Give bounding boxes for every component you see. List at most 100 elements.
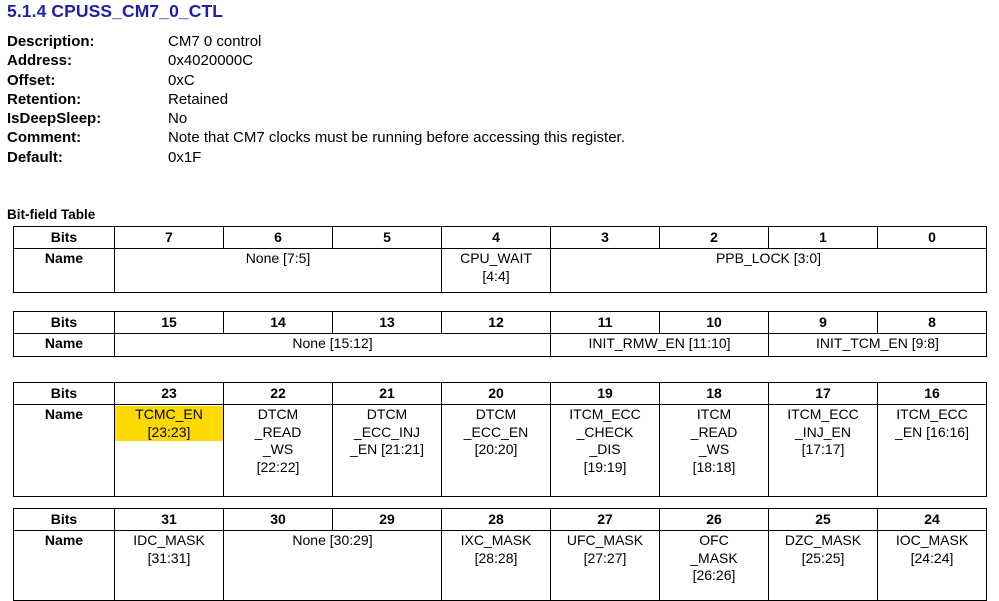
property-value: 0x4020000C: [168, 52, 254, 70]
property-label: Retention:: [7, 90, 82, 108]
bitfield-name-cell: IDC_MASK [31:31]: [114, 530, 224, 601]
bit-number-cell: 11: [550, 311, 660, 334]
property-value: Retained: [168, 90, 229, 108]
bit-number-cell: 1: [768, 226, 878, 249]
property-value: 0xC: [168, 71, 195, 89]
bit-number-cell: 9: [768, 311, 878, 334]
page-title: 5.1.4 CPUSS_CM7_0_CTL: [7, 1, 224, 21]
bit-number-cell: 15: [114, 311, 224, 334]
field-name: None [7:5]: [245, 250, 311, 266]
field-name: IOC_MASK [24:24]: [895, 532, 969, 566]
bit-number-cell: 29: [332, 508, 442, 531]
bitfield-name-cell: None [15:12]: [114, 333, 551, 357]
bit-number-cell: 24: [877, 508, 987, 531]
bits-row-label: Bits: [13, 311, 115, 334]
bit-number-cell: 28: [441, 508, 551, 531]
bit-number-cell: 30: [223, 508, 333, 531]
name-row-label: Name: [13, 248, 115, 293]
bitfield-name-cell: None [30:29]: [223, 530, 442, 601]
bit-number-cell: 23: [114, 382, 224, 405]
property-value: CM7 0 control: [168, 33, 262, 50]
bit-number-cell: 18: [659, 382, 769, 405]
property-row: Retention: Retained: [7, 91, 987, 110]
bitfield-name-cell: None [7:5]: [114, 248, 442, 293]
bitfield-name-cell: ITCM_ECC _INJ_EN [17:17]: [768, 404, 878, 497]
bit-number-cell: 4: [441, 226, 551, 249]
property-row: Comment:Note that CM7 clocks must be run…: [7, 129, 987, 148]
bitfield-name-cell: TCMC_EN [23:23]: [114, 404, 224, 497]
name-row-label: Name: [13, 404, 115, 497]
bit-number-cell: 0: [877, 226, 987, 249]
bit-number-cell: 2: [659, 226, 769, 249]
field-name: ITCM _READ _WS [18:18]: [690, 406, 738, 475]
field-name: None [30:29]: [292, 532, 373, 548]
field-name: OFC _MASK [26:26]: [690, 532, 738, 583]
property-label: Description:: [7, 33, 95, 50]
bitfield-name-cell: IXC_MASK [28:28]: [441, 530, 551, 601]
bit-number-cell: 22: [223, 382, 333, 405]
property-row: Description: CM7 0 control: [7, 33, 987, 52]
bitfield-name-cell: DTCM _ECC_EN [20:20]: [441, 404, 551, 497]
property-label: IsDeepSleep:: [7, 110, 102, 128]
property-value: 0x1F: [168, 148, 202, 166]
field-name: UFC_MASK [27:27]: [566, 532, 644, 566]
property-row: Offset: 0xC: [7, 72, 987, 91]
field-name: IXC_MASK [28:28]: [460, 532, 532, 566]
bit-number-cell: 20: [441, 382, 551, 405]
field-name: DTCM _ECC_INJ _EN [21:21]: [350, 406, 424, 457]
bitfield-table-caption: Bit-field Table: [7, 207, 96, 222]
bit-number-cell: 16: [877, 382, 987, 405]
bitfield-name-cell: CPU_WAIT [4:4]: [441, 248, 551, 293]
property-value: Note that CM7 clocks must be running bef…: [168, 129, 625, 147]
property-row: Default: 0x1F: [7, 149, 987, 168]
field-name: CPU_WAIT [4:4]: [460, 250, 532, 284]
field-name: IDC_MASK [31:31]: [133, 532, 205, 566]
bit-number-cell: 13: [332, 311, 442, 334]
field-name: PPB_LOCK [3:0]: [715, 250, 822, 266]
bit-number-cell: 31: [114, 508, 224, 531]
field-name: INIT_RMW_EN [11:10]: [588, 335, 731, 351]
bitfield-name-cell: UFC_MASK [27:27]: [550, 530, 660, 601]
name-row-label: Name: [13, 530, 115, 601]
bit-number-cell: 8: [877, 311, 987, 334]
bitfield-name-cell: INIT_RMW_EN [11:10]: [550, 333, 769, 357]
bitfield-name-cell: PPB_LOCK [3:0]: [550, 248, 987, 293]
bit-number-cell: 7: [114, 226, 224, 249]
highlighted-field-name: TCMC_EN [23:23]: [115, 406, 223, 441]
bit-number-cell: 12: [441, 311, 551, 334]
field-name: DTCM _ECC_EN [20:20]: [463, 406, 529, 457]
bitfield-name-cell: ITCM_ECC _EN [16:16]: [877, 404, 987, 497]
property-row: Address:0x4020000C: [7, 52, 987, 71]
bits-row-label: Bits: [13, 508, 115, 531]
property-row: IsDeepSleep: No: [7, 110, 987, 129]
bit-number-cell: 21: [332, 382, 442, 405]
bit-number-cell: 19: [550, 382, 660, 405]
bits-row-label: Bits: [13, 382, 115, 405]
property-label: Default:: [7, 148, 63, 166]
field-name: DTCM _READ _WS [22:22]: [254, 406, 302, 475]
bit-number-cell: 10: [659, 311, 769, 334]
field-name: INIT_TCM_EN [9:8]: [816, 335, 939, 351]
bit-number-cell: 27: [550, 508, 660, 531]
name-row: Name None [15:12] INIT_RMW_EN [11:10] INIT_…: [13, 333, 987, 357]
field-name: ITCM_ECC _CHECK _DIS [19:19]: [569, 406, 641, 475]
bitfield-name-cell: DTCM _READ _WS [22:22]: [223, 404, 333, 497]
field-name: ITCM_ECC _INJ_EN [17:17]: [787, 406, 859, 457]
bit-number-cell: 3: [550, 226, 660, 249]
property-value: No: [168, 110, 188, 128]
property-label: Offset:: [7, 71, 56, 89]
bit-number-cell: 17: [768, 382, 878, 405]
name-row-label: Name: [13, 333, 115, 357]
field-name: DZC_MASK [25:25]: [784, 532, 862, 566]
field-name: None [15:12]: [292, 335, 373, 351]
bit-number-cell: 5: [332, 226, 442, 249]
